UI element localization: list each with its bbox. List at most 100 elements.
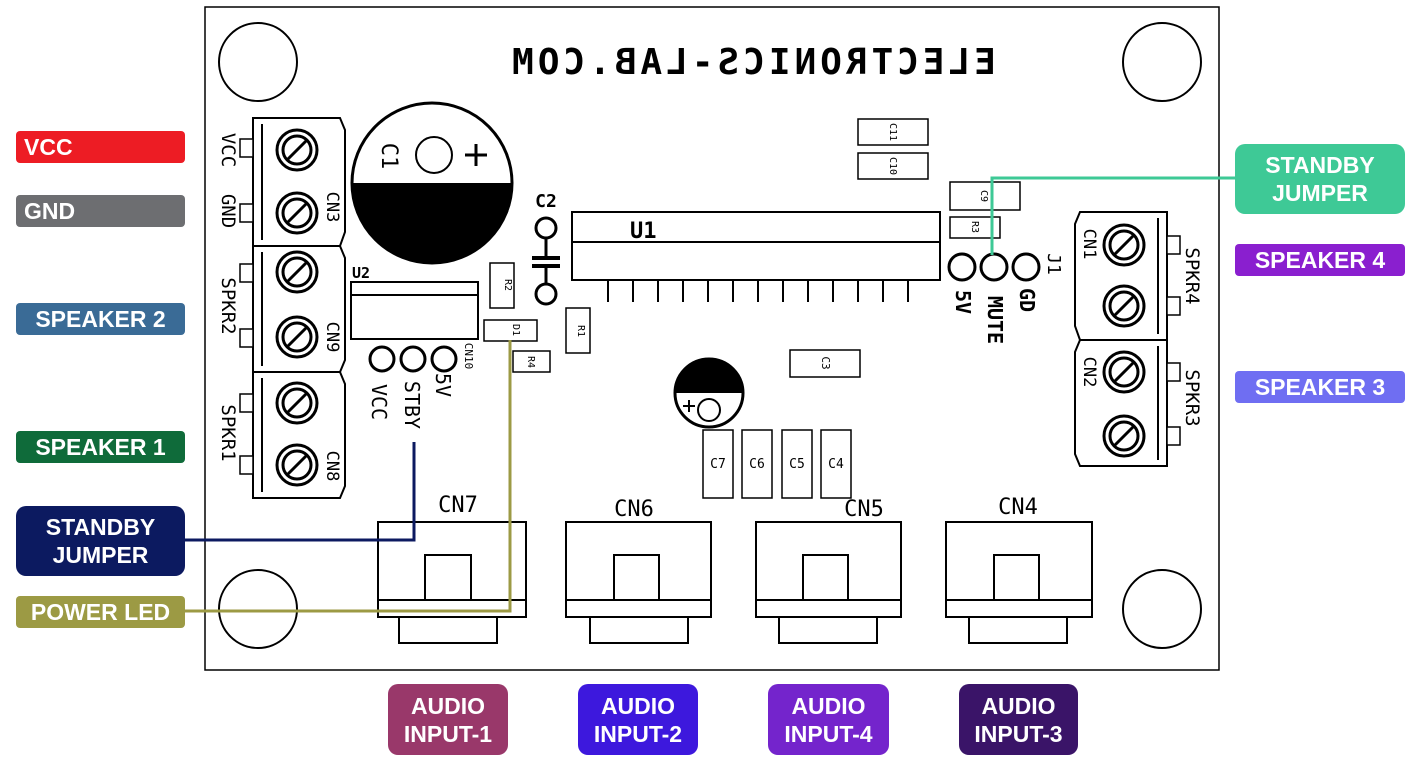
callout-vcc-text: VCC — [24, 134, 73, 160]
label-r3: R3 — [969, 221, 980, 233]
amplifier-ic-u1 — [571, 211, 941, 302]
resistor-r1 — [565, 307, 591, 354]
label-u2-5v-pin: 5V — [431, 373, 455, 397]
terminal-block-cn8 — [239, 371, 346, 499]
callout-speaker-3-text: SPEAKER 3 — [1254, 374, 1386, 400]
callout-audio-input-1: AUDIO INPUT-1 — [388, 684, 508, 755]
callout-vcc: VCC — [16, 131, 185, 163]
callout-audio-1-line2: INPUT-1 — [403, 720, 493, 747]
audio-connector-cn7 — [377, 521, 527, 644]
label-cn3: CN3 — [322, 192, 342, 223]
callout-audio-1-line1: AUDIO — [410, 692, 486, 719]
callout-standby-right-line1: STANDBY — [1265, 152, 1375, 178]
label-u2: U2 — [352, 264, 370, 282]
label-c11: C11 — [887, 123, 898, 141]
callout-speaker-4: SPEAKER 4 — [1235, 244, 1405, 276]
label-spkr1-terminal: SPKR1 — [217, 404, 239, 461]
capacitor-c3 — [789, 349, 861, 378]
callout-audio-3-line1: AUDIO — [981, 692, 1056, 719]
callout-gnd: GND — [16, 195, 185, 227]
capacitor-c10 — [857, 152, 929, 180]
audio-connector-cn6 — [565, 521, 712, 644]
leader-line-power-led — [185, 340, 512, 613]
callout-power-led-text: POWER LED — [30, 599, 171, 625]
callout-audio-2-line1: AUDIO — [600, 692, 676, 719]
callout-speaker-1-text: SPEAKER 1 — [35, 434, 166, 460]
callout-audio-3-line2: INPUT-3 — [974, 720, 1063, 747]
small-electrolytic-capacitor — [673, 357, 745, 429]
label-vcc-terminal: VCC — [217, 133, 239, 167]
audio-connector-cn4 — [945, 521, 1093, 644]
label-j1-gd-pin: GD — [1015, 288, 1039, 312]
callout-gnd-text: GND — [24, 198, 76, 224]
callout-standby-jumper-left: STANDBY JUMPER — [16, 506, 185, 576]
callout-audio-input-3: AUDIO INPUT-3 — [959, 684, 1078, 755]
label-c3: C3 — [819, 356, 832, 369]
leader-line-standby-left — [185, 442, 416, 542]
callout-audio-4-line1: AUDIO — [791, 692, 866, 719]
audio-connector-cn5 — [755, 521, 902, 644]
label-u2-vcc-pin: VCC — [367, 384, 391, 420]
label-spkr4-terminal: SPKR4 — [1181, 247, 1203, 304]
capacitor-c1 — [350, 101, 514, 265]
resistor-r2 — [489, 262, 515, 309]
board-logo: ELECTRONICS-LAB.COM — [508, 42, 996, 83]
label-r4: R4 — [525, 356, 536, 368]
capacitor-c7 — [702, 429, 734, 499]
label-d1: D1 — [510, 324, 521, 336]
label-cn9: CN9 — [322, 322, 342, 353]
terminal-block-cn3 — [239, 117, 346, 247]
regulator-u2 — [350, 281, 479, 340]
header-cn10 — [368, 345, 458, 373]
label-c4: C4 — [828, 457, 844, 472]
capacitor-c9 — [949, 181, 1021, 211]
callout-audio-4-line2: INPUT-4 — [784, 720, 873, 747]
leader-line-standby-right — [990, 176, 1235, 255]
label-c9: C9 — [978, 190, 989, 202]
callout-audio-2-line2: INPUT-2 — [593, 720, 683, 747]
label-cn1: CN1 — [1079, 229, 1099, 260]
label-c1: C1 — [376, 143, 401, 170]
capacitor-c4 — [820, 429, 852, 499]
callout-power-led: POWER LED — [16, 596, 185, 628]
callout-speaker-4-text: SPEAKER 4 — [1254, 247, 1386, 273]
label-c7: C7 — [710, 457, 726, 472]
label-u2-stby-pin: STBY — [400, 381, 424, 429]
label-c2: C2 — [535, 191, 557, 212]
mounting-hole-bottom-right — [1122, 569, 1202, 649]
callout-standby-right-line2: JUMPER — [1272, 180, 1368, 206]
callout-standby-left-line1: STANDBY — [45, 514, 156, 540]
callout-audio-input-4: AUDIO INPUT-4 — [768, 684, 889, 755]
label-c6: C6 — [749, 457, 765, 472]
label-j1-mute-pin: MUTE — [983, 296, 1007, 344]
mounting-hole-top-right — [1122, 22, 1202, 102]
label-j1: J1 — [1043, 253, 1064, 275]
callout-speaker-1: SPEAKER 1 — [16, 431, 185, 463]
capacitor-c11 — [857, 118, 929, 146]
label-spkr2-terminal: SPKR2 — [217, 277, 239, 334]
callout-audio-input-2: AUDIO INPUT-2 — [578, 684, 698, 755]
label-j1-5v-pin: 5V — [951, 290, 975, 314]
label-cn8: CN8 — [322, 451, 342, 482]
label-c10: C10 — [887, 157, 898, 175]
resistor-r3 — [949, 216, 1001, 239]
label-cn7: CN7 — [438, 493, 478, 518]
capacitor-c6 — [741, 429, 773, 499]
label-gnd-terminal: GND — [217, 194, 239, 228]
capacitor-c5 — [781, 429, 813, 499]
capacitor-c2 — [532, 216, 560, 306]
callout-speaker-2: SPEAKER 2 — [16, 303, 185, 335]
terminal-block-cn1 — [1074, 211, 1181, 341]
label-spkr3-terminal: SPKR3 — [1181, 369, 1203, 426]
callout-speaker-3: SPEAKER 3 — [1235, 371, 1405, 403]
mounting-hole-bottom-left — [218, 569, 298, 649]
callout-standby-left-line2: JUMPER — [52, 542, 149, 568]
label-r1: R1 — [575, 325, 586, 337]
callout-speaker-2-text: SPEAKER 2 — [35, 306, 166, 332]
terminal-block-cn2 — [1074, 339, 1181, 467]
label-cn5: CN5 — [844, 497, 884, 522]
label-r2: R2 — [502, 279, 513, 291]
label-cn6: CN6 — [614, 497, 654, 522]
callout-standby-jumper-right: STANDBY JUMPER — [1235, 144, 1405, 214]
